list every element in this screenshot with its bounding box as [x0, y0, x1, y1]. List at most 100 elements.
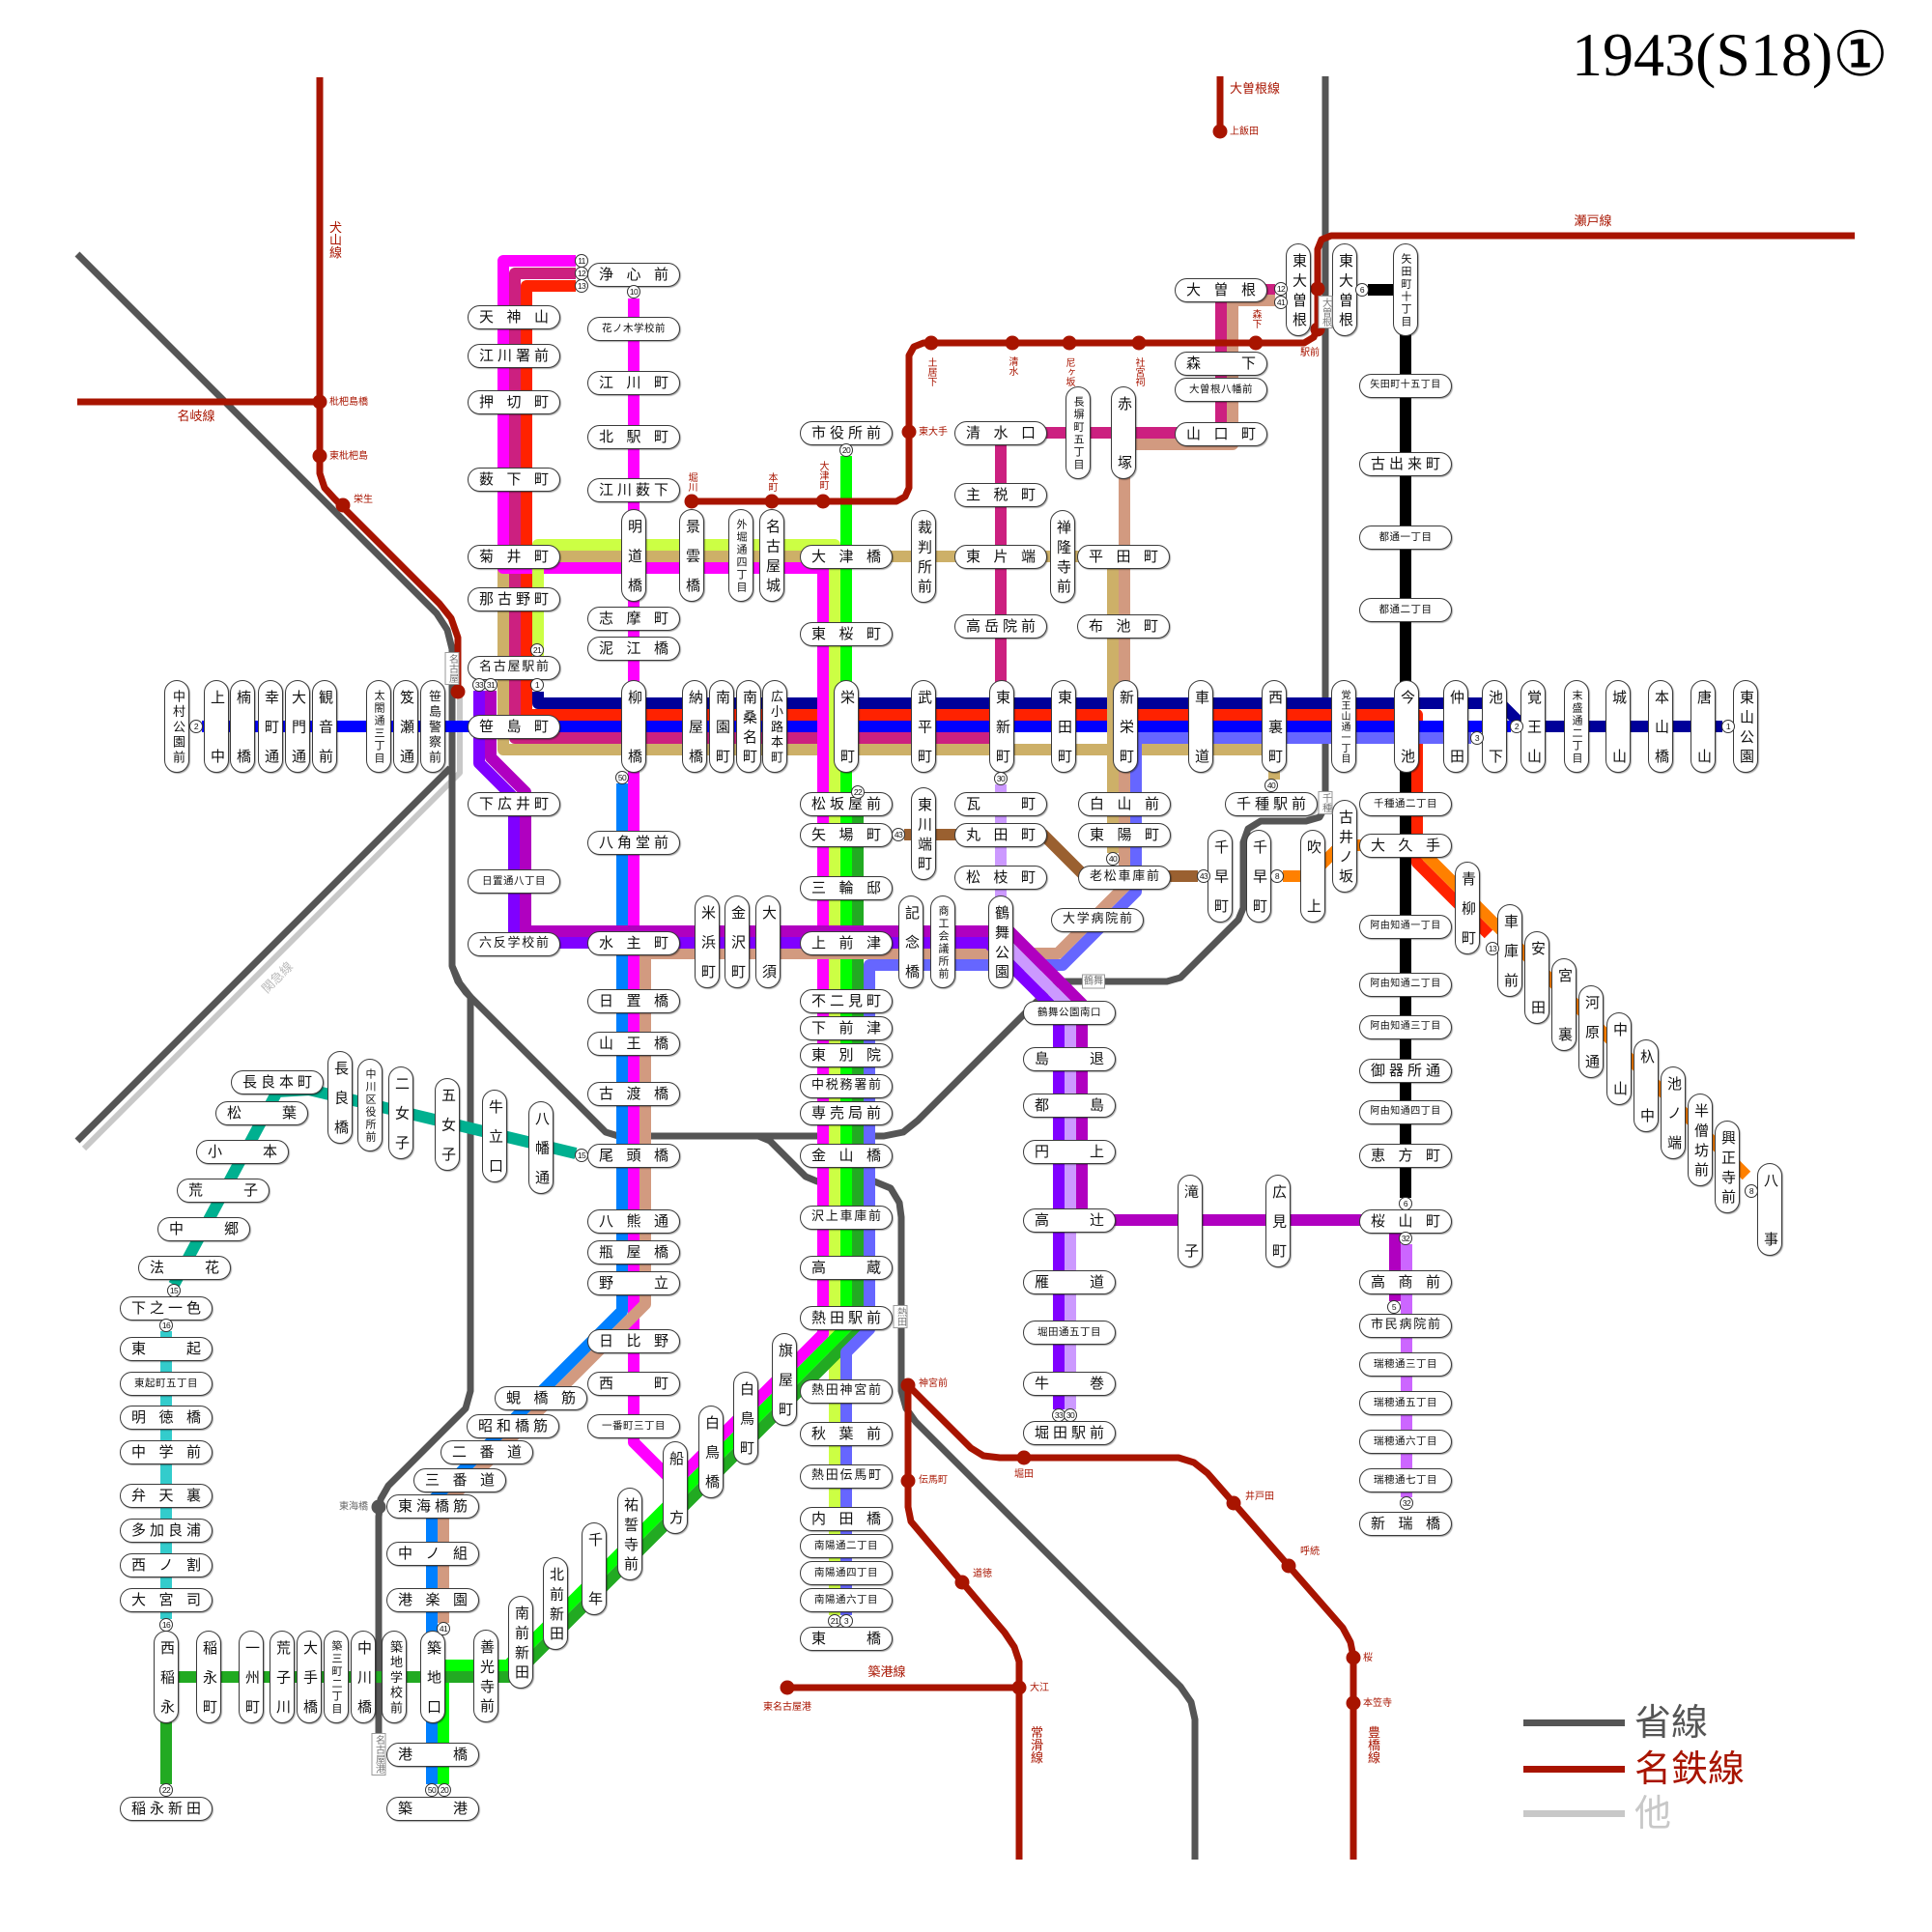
- meitetsu-station-dot: [684, 494, 699, 509]
- jnr-station-label: 鶴舞: [1082, 974, 1105, 989]
- jnr-station-label: 東海橋: [339, 1501, 368, 1513]
- station-pill: 西町: [587, 1371, 680, 1396]
- station-pill: 大津橋: [800, 544, 893, 569]
- station-pill: 熱田神宮前: [800, 1378, 893, 1404]
- station-pill: 太閤通三丁目: [366, 680, 391, 773]
- station-pill: 商工会議所前: [930, 895, 955, 988]
- station-pill: 高辻: [1023, 1208, 1116, 1233]
- station-pill: 裁判所前: [911, 510, 936, 603]
- meitetsu-station-dot: [954, 1575, 970, 1590]
- station-pill: 三輪邸: [800, 875, 893, 900]
- station-pill: 旗屋町: [772, 1333, 797, 1426]
- meitetsu-station-dot: [1016, 1450, 1032, 1465]
- legend-swatch-jnr: [1523, 1719, 1625, 1726]
- station-pill: 北駅町: [587, 424, 680, 449]
- station-pill: 滝子: [1178, 1175, 1203, 1267]
- meitetsu-station-dot: [335, 497, 351, 513]
- station-pill: 米浜町: [695, 895, 720, 988]
- station-pill: 築地口: [420, 1631, 445, 1723]
- station-pill: 築三町二丁目: [324, 1631, 349, 1723]
- station-pill: 本山橋: [1648, 680, 1673, 773]
- station-pill: 安田: [1524, 931, 1549, 1024]
- station-pill: 柳橋: [621, 680, 646, 773]
- station-pill: 堀田通五丁目: [1023, 1320, 1116, 1345]
- station-pill: 野立: [587, 1270, 680, 1295]
- station-pill: 東田町: [1051, 680, 1076, 773]
- station-pill: 二女子: [388, 1066, 413, 1159]
- station-pill: 大曽根: [1175, 277, 1267, 302]
- station-pill: 熱田伝馬町: [800, 1463, 893, 1489]
- station-pill: 平田町: [1077, 544, 1170, 569]
- meitetsu-station-label: 桜: [1363, 1653, 1373, 1663]
- station-pill: 吹上: [1300, 830, 1325, 923]
- station-pill: 船方: [663, 1441, 688, 1534]
- station-pill: 古出来町: [1359, 451, 1452, 476]
- legend-swatch-meitetsu: [1523, 1766, 1625, 1773]
- station-pill: 大曽根八幡前: [1175, 377, 1267, 402]
- station-pill: 上中: [204, 680, 229, 773]
- meitetsu-station-dot: [764, 494, 780, 509]
- station-pill: 築地学校前: [382, 1631, 407, 1723]
- meitetsu-station-label: 大津町: [817, 461, 828, 490]
- station-pill: 金沢町: [724, 895, 750, 988]
- meitetsu-station-label: 枇杷島橋: [329, 397, 368, 408]
- station-pill: 中ノ組: [386, 1541, 479, 1566]
- route-number-marker: 15: [575, 1149, 588, 1162]
- station-pill: 長塀町五丁目: [1065, 386, 1091, 479]
- meitetsu-station-label: 本町: [766, 472, 777, 492]
- station-pill: 都島: [1023, 1093, 1116, 1118]
- station-pill: 瑞穂通三丁目: [1359, 1351, 1452, 1377]
- station-pill: 堀田駅前: [1023, 1420, 1116, 1445]
- station-pill: 日置通八丁目: [468, 868, 560, 894]
- jnr-line: [74, 765, 453, 1144]
- meitetsu-station-label: 道徳: [973, 1569, 992, 1579]
- station-pill: 内田橋: [800, 1506, 893, 1531]
- station-pill: 阿由知通三丁目: [1359, 1014, 1452, 1039]
- station-pill: 西稲永: [154, 1631, 179, 1723]
- station-pill: 東陽町: [1078, 822, 1171, 847]
- meitetsu-station-label: 伝馬町: [919, 1475, 948, 1486]
- station-pill: 泥江橋: [587, 636, 680, 661]
- station-pill: 長良本町: [231, 1069, 324, 1094]
- station-pill: 五女子: [435, 1078, 460, 1171]
- route-number-marker: 32: [1400, 1496, 1413, 1510]
- station-pill: 南前新田: [508, 1596, 533, 1689]
- route-number-marker: 15: [167, 1284, 181, 1297]
- route-number-marker: 22: [851, 785, 865, 799]
- station-pill: 仲田: [1443, 680, 1468, 773]
- station-pill: 白山前: [1078, 791, 1171, 816]
- station-pill: 千種駅前: [1225, 791, 1318, 816]
- route-number-marker: 13: [575, 279, 588, 293]
- meitetsu-station-label: 上飯田: [1230, 127, 1259, 137]
- station-pill: 外堀通四丁目: [728, 509, 753, 602]
- station-pill: 市民病院前: [1359, 1313, 1452, 1338]
- route-number-marker: 30: [994, 772, 1008, 785]
- meitetsu-station-dot: [450, 684, 466, 699]
- station-pill: 唐山: [1690, 680, 1716, 773]
- station-pill: 清水口: [954, 420, 1047, 445]
- meitetsu-station-dot: [1346, 1650, 1361, 1665]
- meitetsu-station-label: 清水: [1007, 356, 1017, 376]
- station-pill: 荒子: [177, 1178, 270, 1203]
- station-pill: 阿由知通四丁目: [1359, 1099, 1452, 1124]
- route-number-marker: 31: [484, 678, 497, 692]
- station-pill: 東桜町: [800, 621, 893, 646]
- station-pill: 千年: [582, 1522, 607, 1615]
- station-pill: 大門通: [285, 680, 310, 773]
- station-pill: 八熊通: [587, 1208, 680, 1234]
- map-title: 1943(S18)①: [1572, 20, 1889, 89]
- station-pill: 島退: [1023, 1046, 1116, 1071]
- station-pill: 東大曽根: [1332, 243, 1357, 336]
- station-pill: 三番道: [413, 1467, 506, 1492]
- station-pill: 東起町五丁目: [120, 1371, 213, 1396]
- railway-line-label: 犬山線: [327, 220, 341, 259]
- station-pill: 楠橋: [230, 680, 255, 773]
- legend-item-jnr: 省線: [1523, 1700, 1775, 1745]
- route-number-marker: 12: [1274, 282, 1288, 296]
- station-pill: 八幡通: [528, 1101, 554, 1194]
- station-pill: 新栄町: [1113, 680, 1138, 773]
- station-pill: 観音前: [312, 680, 337, 773]
- station-pill: 恵方町: [1359, 1143, 1452, 1168]
- railway-line-label: 豊橋線: [1365, 1725, 1379, 1764]
- station-pill: 大久手: [1359, 833, 1452, 858]
